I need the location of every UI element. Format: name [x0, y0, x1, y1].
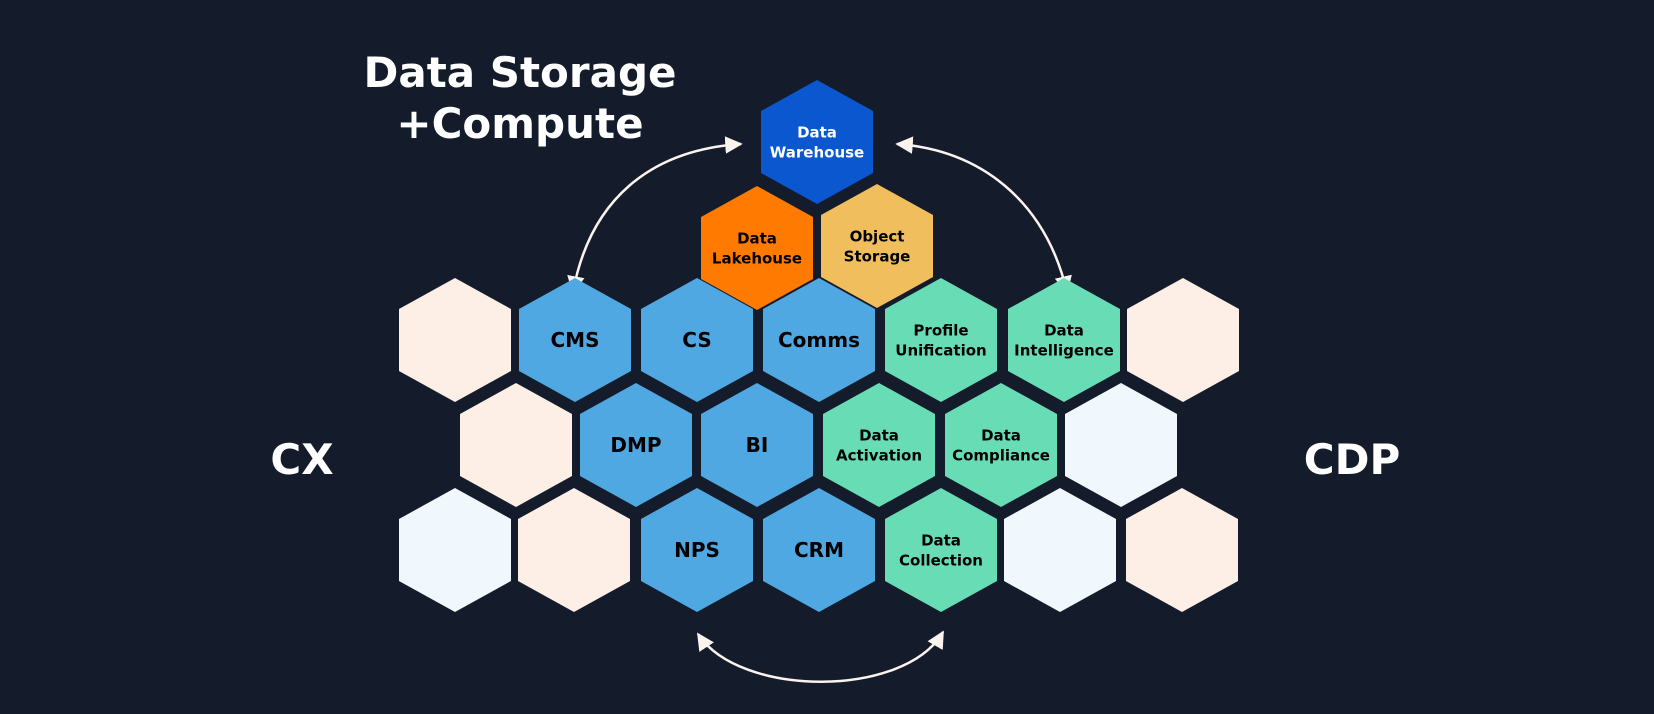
hex-label: Data — [737, 229, 777, 247]
hex-cms: CMS — [519, 278, 631, 402]
hex-label: NPS — [674, 538, 720, 562]
hex-shape — [763, 278, 875, 402]
hex-blank-5 — [399, 488, 511, 612]
hex-shape — [821, 184, 933, 308]
hex-shape — [399, 278, 511, 402]
hex-shape — [1065, 383, 1177, 507]
hex-label: Data — [797, 123, 837, 141]
arrow-warehouse-cms — [567, 136, 743, 294]
hex-label: Profile — [913, 321, 968, 339]
title-line-1: Data Storage — [363, 48, 676, 97]
hex-shape — [1126, 488, 1238, 612]
hex-shape — [399, 488, 511, 612]
hex-label: CRM — [794, 538, 844, 562]
hex-shape — [701, 186, 813, 310]
title-line-2: +Compute — [396, 99, 643, 148]
hex-label: Activation — [836, 446, 922, 464]
hex-shape — [518, 488, 630, 612]
hex-shape — [763, 488, 875, 612]
hex-cs: CS — [641, 278, 753, 402]
hex-dmp: DMP — [580, 383, 692, 507]
hex-blank-8 — [1126, 488, 1238, 612]
hex-blank-4 — [1065, 383, 1177, 507]
arrow-warehouse-intelligence — [895, 136, 1072, 294]
hex-shape — [1008, 278, 1120, 402]
hex-nps: NPS — [641, 488, 753, 612]
hex-label: Compliance — [952, 446, 1050, 464]
hex-shape — [641, 278, 753, 402]
hex-label: Data — [1044, 321, 1084, 339]
hex-shape — [701, 383, 813, 507]
hex-bi: BI — [701, 383, 813, 507]
hex-label: DMP — [610, 433, 661, 457]
hex-label: Data — [981, 426, 1021, 444]
hex-shape — [519, 278, 631, 402]
hex-label: Object — [850, 227, 905, 245]
hex-label: Collection — [899, 551, 983, 569]
hex-label: Data — [921, 531, 961, 549]
hex-shape — [885, 278, 997, 402]
hex-label: Lakehouse — [712, 249, 802, 267]
hex-blank-6 — [518, 488, 630, 612]
hex-blank-1 — [399, 278, 511, 402]
hex-label: CMS — [551, 328, 600, 352]
hex-label: Intelligence — [1014, 341, 1114, 359]
hex-label: Comms — [778, 328, 860, 352]
hex-blank-3 — [460, 383, 572, 507]
hex-shape — [885, 488, 997, 612]
hex-shape — [945, 383, 1057, 507]
hex-label: Data — [859, 426, 899, 444]
hex-shape — [641, 488, 753, 612]
hex-label: Unification — [895, 341, 986, 359]
hex-shape — [761, 80, 873, 204]
hex-label: BI — [746, 433, 769, 457]
hex-shape — [1127, 278, 1239, 402]
hex-blank-2 — [1127, 278, 1239, 402]
arrow-nps-collection — [696, 630, 945, 683]
hex-shape — [460, 383, 572, 507]
cx-label: CX — [270, 435, 333, 484]
hex-label: Warehouse — [770, 143, 864, 161]
hex-crm: CRM — [763, 488, 875, 612]
hex-label: CS — [682, 328, 711, 352]
hex-comms: Comms — [763, 278, 875, 402]
hex-label: Storage — [844, 247, 911, 265]
hex-blank-7 — [1004, 488, 1116, 612]
cdp-label: CDP — [1304, 435, 1400, 484]
hex-shape — [580, 383, 692, 507]
hex-shape — [1004, 488, 1116, 612]
hex-shape — [823, 383, 935, 507]
